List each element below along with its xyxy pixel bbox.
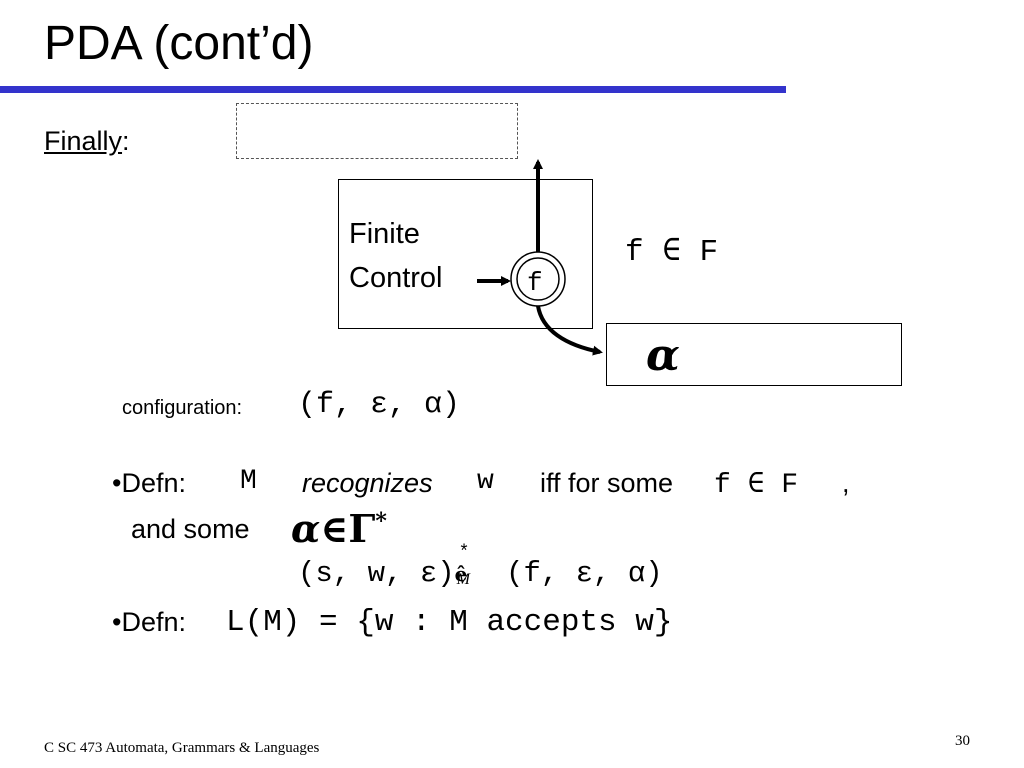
finally-heading: Finally:: [44, 126, 130, 157]
input-tape-empty: [236, 103, 518, 159]
finite-control-line2: Control: [349, 262, 443, 294]
stack-box: [606, 323, 902, 386]
finite-control-line1: Finite: [349, 218, 420, 250]
bullet2-alpha-in-gamma-star: α∈Γ*: [291, 506, 387, 551]
bullet2-star: *: [375, 508, 387, 535]
accept-state-inner-circle: [516, 257, 560, 301]
accept-condition: f ∈ F: [625, 235, 719, 270]
finally-colon: :: [122, 126, 130, 156]
derivation-sub: M: [456, 571, 470, 589]
bullet1-recognizes: recognizes: [302, 468, 433, 498]
derivation-symbol: ê: [454, 562, 468, 587]
stack-head-arrow: [536, 305, 603, 356]
state-f-label: f: [527, 268, 543, 298]
bullet2-text: and some: [131, 514, 250, 544]
derivation: (s, w, ε)ê* M (f, ε, α): [298, 543, 663, 590]
derivation-star: *: [458, 543, 470, 564]
derivation-left: (s, w, ε): [298, 557, 455, 590]
configuration-tuple: (f, ε, α): [298, 388, 461, 422]
bullet2-alpha: α: [291, 506, 321, 551]
page-number: 30: [955, 733, 970, 749]
bullet1-M: M: [240, 466, 257, 497]
finally-word: Finally: [44, 126, 123, 156]
bullet3-expression: L(M) = {w : M accepts w}: [226, 605, 673, 640]
footer-course: C SC 473 Automata, Grammars & Languages: [44, 740, 320, 756]
bullet1-w: w: [477, 466, 494, 497]
bullet1-iff: iff for some: [540, 468, 674, 498]
bullet2-in-gamma: ∈Γ: [320, 506, 376, 551]
bullet1-comma: ,: [842, 468, 850, 498]
title-rule: [0, 86, 786, 93]
derivation-relation: ê* M: [454, 543, 489, 589]
derivation-right: (f, ε, α): [488, 557, 663, 590]
finite-control-label: Finite Control: [349, 212, 443, 300]
bullet1-fF: f ∈ F: [714, 470, 799, 501]
bullet3-prefix: •Defn:: [112, 607, 186, 637]
finite-control-box: [338, 179, 593, 329]
configuration-label: configuration:: [122, 397, 243, 419]
slide-title: PDA (cont’d): [44, 17, 314, 70]
bullet1-prefix: •Defn:: [112, 468, 186, 498]
stack-symbol-alpha: α: [646, 330, 680, 381]
